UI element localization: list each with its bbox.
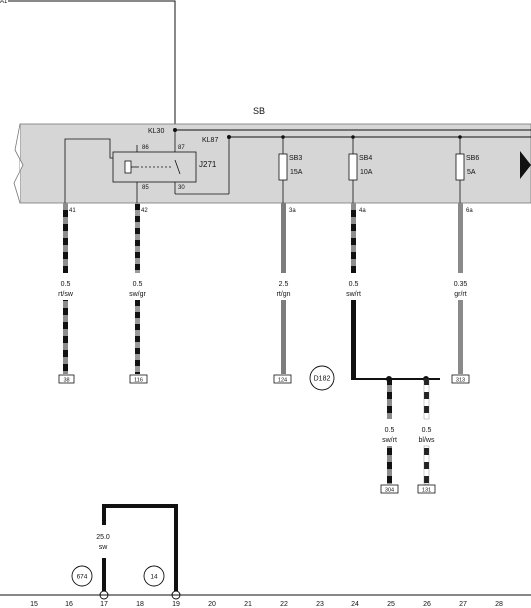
- wire-rt-gn-size: 2.5: [279, 281, 289, 288]
- col-21: 21: [244, 601, 252, 608]
- wire-sw-rt2-dest: 304: [385, 488, 394, 494]
- wire-rt-sw-lower: [63, 300, 68, 374]
- col-22: 22: [280, 601, 288, 608]
- wire-bl-ws-dest-box: [417, 484, 436, 494]
- wire-bl-ws-lower: [423, 445, 430, 485]
- col-23: 23: [316, 601, 324, 608]
- fuse-sb3-name: SB3: [289, 155, 302, 162]
- wire-rt-sw-dest-box: [58, 374, 75, 384]
- wire-rt-gn-dest-box: [273, 374, 292, 384]
- relay-j271: [112, 151, 197, 183]
- wire-rt-gn-dest: 124: [278, 378, 287, 384]
- wire-sw-rt-lower: [351, 300, 356, 380]
- wire-sw-rt2-size: 0.5: [385, 427, 395, 434]
- kl30-label: KL30: [148, 128, 164, 135]
- wire-gr-rt-dest: 313: [456, 378, 465, 384]
- fuse-sb6: [455, 135, 465, 203]
- relay-coil: [124, 160, 132, 174]
- col-25: 25: [387, 601, 395, 608]
- col-15: 15: [30, 601, 38, 608]
- wire-rt-sw-upper: [63, 203, 68, 273]
- connector-d182-label: D182: [314, 376, 331, 383]
- fuse-sb6-out: 6a: [466, 208, 473, 214]
- wire-bl-ws-size: 0.5: [422, 427, 432, 434]
- col-28: 28: [495, 601, 503, 608]
- box-title: SB: [253, 106, 265, 116]
- top-feed-wire: [8, 0, 176, 130]
- ref-label: A1: [0, 0, 8, 5]
- wire-gr-rt-color: gr/rt: [454, 291, 467, 298]
- fuse-sb3-rating: 15A: [290, 169, 303, 176]
- wire-sw-gr-color: sw/gr: [129, 291, 146, 298]
- wire-rt-sw-dest: 38: [63, 378, 69, 384]
- pin-41: 41: [69, 208, 76, 214]
- col-24: 24: [351, 601, 359, 608]
- wire-bl-ws-upper: [423, 378, 430, 420]
- wire-sw-rt2-lower: [387, 446, 392, 484]
- continue-arrow-icon: [520, 151, 531, 179]
- col-20: 20: [208, 601, 216, 608]
- connector-674: [71, 565, 93, 587]
- relay-pin-87: 87: [178, 145, 185, 151]
- column-ruler: 15 16 17 18 19 20 21 22 23 24 25 26 27 2…: [30, 601, 503, 608]
- relay-pin-85: 85: [142, 185, 149, 191]
- connector-14: [143, 565, 165, 587]
- wire-sw-gr-dest-box: [129, 374, 148, 384]
- wire-sw-rt2-upper: [387, 379, 392, 419]
- col-17: 17: [100, 601, 108, 608]
- wire-gr-rt-upper: [458, 203, 463, 273]
- relay-pin-30: 30: [178, 185, 185, 191]
- wire-gr-rt-size: 0.35: [454, 281, 468, 288]
- relay-pin-86: 86: [142, 145, 149, 151]
- pin41-loop: [64, 138, 113, 203]
- kl87-label: KL87: [202, 137, 218, 144]
- col-27: 27: [459, 601, 467, 608]
- fuse-sb4-name: SB4: [359, 155, 372, 162]
- fuse-sb4: [348, 135, 358, 203]
- wire-sw-gr-size: 0.5: [133, 281, 143, 288]
- wire-sw-gr-lower: [135, 300, 140, 374]
- connector-d182: [309, 365, 335, 391]
- wire-rt-gn-lower: [281, 300, 286, 374]
- col-19: 19: [172, 601, 180, 608]
- wire-rt-sw-size: 0.5: [61, 281, 71, 288]
- fuse-sb4-rating: 10A: [360, 169, 373, 176]
- wire-sw-rt-size: 0.5: [349, 281, 359, 288]
- relay-contact: [174, 159, 181, 175]
- col-16: 16: [65, 601, 73, 608]
- fuse-sb3-out: 3a: [289, 208, 296, 214]
- fuse-relay-box: [19, 123, 531, 204]
- wire-bl-ws-color: bl/ws: [419, 437, 435, 444]
- wire-sw-heavy-color: sw: [99, 544, 109, 551]
- fuse-sb4-out: 4a: [359, 208, 366, 214]
- wire-sw-heavy-size: 25.0: [96, 534, 110, 541]
- connector-14-label: 14: [150, 574, 158, 581]
- connector-674-label: 674: [77, 574, 88, 581]
- fuse-sb6-rating: 5A: [467, 169, 476, 176]
- col-26: 26: [423, 601, 431, 608]
- fuse-sb6-name: SB6: [466, 155, 479, 162]
- wire-sw-gr-dest: 116: [134, 378, 143, 384]
- wire-gr-rt-lower: [458, 300, 463, 374]
- fuse-sb3: [278, 135, 288, 203]
- pin-42: 42: [141, 208, 148, 214]
- wire-sw-rt-upper: [351, 203, 356, 273]
- wire-sw-gr-upper: [135, 203, 140, 273]
- wire-sw-rt2-dest-box: [380, 484, 399, 494]
- wire-rt-gn-color: rt/gn: [276, 291, 290, 298]
- col-18: 18: [136, 601, 144, 608]
- box-break-edge: [13, 123, 24, 204]
- wire-gr-rt-dest-box: [451, 374, 470, 384]
- wire-rt-sw-color: rt/sw: [58, 291, 74, 298]
- wire-rt-gn-upper: [281, 203, 286, 273]
- relay-name: J271: [199, 160, 217, 169]
- wire-bl-ws-dest: 131: [422, 488, 431, 494]
- wire-sw-rt2-color: sw/rt: [382, 437, 397, 444]
- wire-sw-heavy: [102, 504, 178, 592]
- wire-sw-rt-color: sw/rt: [346, 291, 361, 298]
